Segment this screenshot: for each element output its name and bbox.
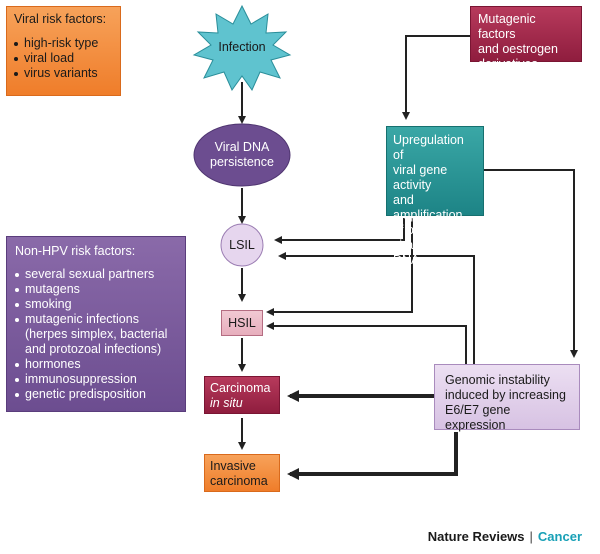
non-hpv-item: mutagens [15, 282, 177, 297]
journal-credit: Nature Reviews | Cancer [428, 529, 582, 544]
lsil-circle [220, 223, 264, 267]
non-hpv-item: immunosuppression [15, 372, 177, 387]
carcinoma-in-situ-box: Carcinoma in situ [204, 376, 280, 414]
genomic-line-2: induced by increasing [445, 388, 566, 402]
credit-separator: | [529, 529, 533, 544]
non-hpv-item: several sexual partners [15, 267, 177, 282]
persistence-line-2: persistence [210, 155, 274, 169]
arrow-genomic-to-lsil [278, 252, 475, 364]
invasive-line-1: Invasive [210, 459, 256, 473]
infection-label: Infection [218, 40, 266, 54]
upregulation-line-4: of persisting viral [393, 223, 461, 252]
infections-detail-2: and protozoal infections) [25, 342, 162, 356]
infection-starburst [192, 4, 292, 92]
genomic-line-3: E6/E7 gene expression [445, 403, 511, 432]
non-hpv-item-label: mutagenic infections [25, 312, 139, 326]
persistence-label: Viral DNA persistence [196, 140, 288, 170]
carcinoma-in-situ-line-1: Carcinoma [210, 381, 271, 395]
viral-risk-factors-box: Viral risk factors: high-risk type viral… [6, 6, 121, 96]
arrow-upregulation-to-lsil [274, 218, 405, 244]
viral-risk-item: viral load [14, 51, 113, 66]
mutagenic-line-3: derivatives [478, 57, 538, 71]
genomic-line-1: Genomic instability [445, 373, 550, 387]
persistence-ellipse [193, 123, 291, 187]
upregulation-line-2: viral gene activity [393, 163, 448, 192]
arrow-genomic-to-hsil [266, 322, 467, 364]
non-hpv-item: genetic predisposition [15, 387, 177, 402]
lsil-label: LSIL [229, 238, 255, 252]
viral-risk-item: virus variants [14, 66, 113, 81]
genomic-instability-box: Genomic instability induced by increasin… [434, 364, 580, 432]
arrow-genomic-to-invasive [287, 432, 458, 480]
mutagenic-line-2: and oestrogen [478, 42, 558, 56]
infections-detail-1: (herpes simplex, bacterial [25, 327, 168, 341]
non-hpv-item: hormones [15, 357, 177, 372]
carcinoma-in-situ-line-2: in situ [210, 396, 243, 410]
upregulation-line-5: DNA [393, 253, 420, 267]
viral-risk-factors-list: high-risk type viral load virus variants [14, 36, 113, 81]
hsil-label: HSIL [228, 316, 256, 330]
upregulation-box: Upregulation of viral gene activity and … [386, 126, 484, 267]
non-hpv-risk-factors-box: Non-HPV risk factors: several sexual par… [6, 236, 186, 412]
viral-risk-factors-title: Viral risk factors: [14, 12, 107, 26]
mutagenic-line-1: Mutagenic factors [478, 12, 536, 41]
upregulation-line-1: Upregulation of [393, 133, 464, 162]
non-hpv-risk-factors-title: Non-HPV risk factors: [15, 244, 136, 258]
arrow-mutagenic-to-upregulation [402, 35, 470, 120]
invasive-carcinoma-box: Invasive carcinoma [204, 454, 280, 492]
invasive-line-2: carcinoma [210, 474, 268, 488]
non-hpv-risk-factors-list: several sexual partners mutagens smoking… [15, 267, 177, 402]
hsil-box: HSIL [221, 310, 263, 336]
upregulation-line-3: and amplification [393, 193, 463, 222]
non-hpv-item: mutagenic infections (herpes simplex, ba… [15, 312, 177, 357]
journal-name: Nature Reviews [427, 529, 525, 544]
mutagenic-factors-box: Mutagenic factors and oestrogen derivati… [470, 6, 582, 71]
arrow-upregulation-to-hsil [266, 218, 413, 316]
non-hpv-item: smoking [15, 297, 177, 312]
arrow-upregulation-to-genomic [484, 169, 578, 358]
persistence-line-1: Viral DNA [214, 140, 270, 154]
journal-section: Cancer [537, 529, 582, 544]
viral-risk-item: high-risk type [14, 36, 113, 51]
